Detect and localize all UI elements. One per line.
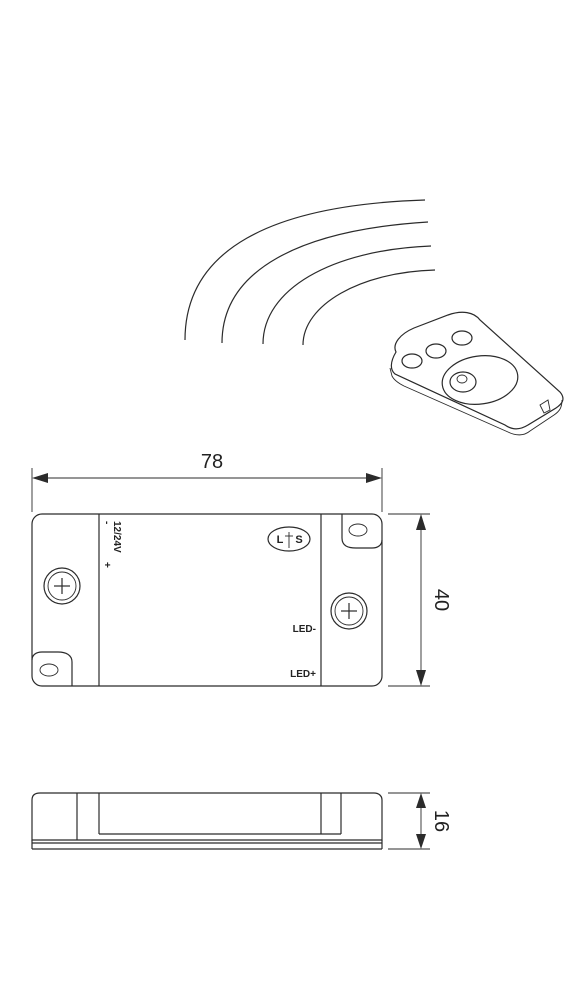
input-voltage-label: 12/24V bbox=[111, 521, 122, 553]
input-plus-label: + bbox=[101, 562, 112, 568]
remote-button-2 bbox=[425, 343, 447, 359]
signal-wave-4 bbox=[302, 269, 436, 346]
dimension-height-label: 16 bbox=[430, 810, 452, 832]
screw-terminal-icon bbox=[330, 592, 368, 630]
mounting-notch-bottom-left bbox=[31, 651, 73, 686]
led-minus-label: LED- bbox=[293, 624, 316, 635]
signal-waves-icon bbox=[184, 199, 436, 346]
input-minus-label: - bbox=[101, 521, 112, 524]
screw-terminal-icon bbox=[43, 567, 81, 605]
remote-button-1 bbox=[401, 353, 423, 369]
driver-top-view: 12/24V - + LED- LED+ L S bbox=[31, 513, 383, 687]
svg-text:S: S bbox=[295, 534, 302, 546]
driver-side-view bbox=[31, 792, 383, 850]
mounting-notch-top-right bbox=[341, 514, 383, 549]
remote-center-button bbox=[449, 371, 477, 393]
dimension-height: 16 bbox=[388, 792, 452, 850]
signal-wave-1 bbox=[184, 199, 426, 341]
dimension-width-label: 40 bbox=[430, 589, 452, 611]
remote-button-3 bbox=[451, 330, 473, 346]
signal-wave-3 bbox=[262, 245, 432, 345]
dimension-width: 40 bbox=[388, 513, 452, 687]
signal-wave-2 bbox=[221, 221, 429, 344]
brand-logo-icon: L S bbox=[267, 526, 311, 552]
remote-control-icon bbox=[389, 311, 564, 436]
led-plus-label: LED+ bbox=[290, 669, 316, 680]
dimension-length: 78 bbox=[31, 451, 383, 512]
svg-text:L: L bbox=[277, 534, 284, 546]
dimension-length-label: 78 bbox=[201, 451, 223, 473]
